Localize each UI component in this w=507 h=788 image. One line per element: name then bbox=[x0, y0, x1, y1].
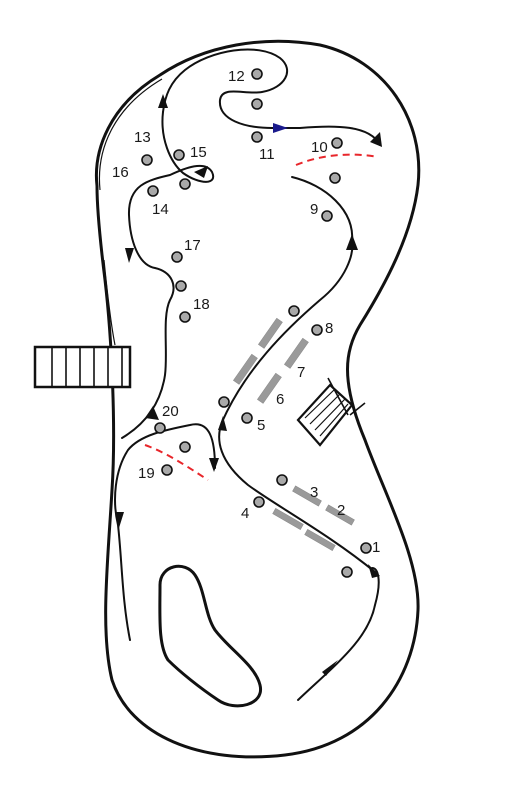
post-18-dot bbox=[175, 280, 187, 292]
post-13-label: 13 bbox=[134, 129, 151, 146]
unlabeled-post-dot bbox=[251, 98, 263, 110]
post-9-label: 9 bbox=[310, 201, 318, 218]
post-19-label: 19 bbox=[138, 465, 155, 482]
ramp-icon bbox=[296, 377, 366, 447]
post-5-dot bbox=[241, 412, 253, 424]
unlabeled-post-dot bbox=[179, 441, 191, 453]
red-dashed-line-bottom bbox=[144, 444, 209, 481]
post-14-dot bbox=[147, 185, 159, 197]
post-12-label: 12 bbox=[228, 68, 245, 85]
track-outline bbox=[94, 39, 421, 759]
post-1-dot bbox=[360, 542, 372, 554]
post-6-dot bbox=[218, 396, 230, 408]
stairs-icon bbox=[33, 345, 132, 389]
post-2-label: 2 bbox=[337, 502, 345, 519]
post-11-dot bbox=[251, 131, 263, 143]
post-13-dot bbox=[141, 154, 153, 166]
post-8-dot bbox=[311, 324, 323, 336]
red-dashed-line-top bbox=[295, 153, 379, 166]
unlabeled-post-dot bbox=[329, 172, 341, 184]
direction-arrow-icon bbox=[115, 94, 382, 676]
post-17-dot bbox=[171, 251, 183, 263]
post-17-label: 17 bbox=[184, 237, 201, 254]
post-5-label: 5 bbox=[257, 417, 265, 434]
post-1-label: 1 bbox=[372, 539, 380, 556]
post-3-label: 3 bbox=[310, 484, 318, 501]
gate-bars bbox=[233, 317, 355, 551]
post-12-dot bbox=[251, 68, 263, 80]
post-16-dot bbox=[179, 178, 191, 190]
post-2-dot bbox=[341, 566, 353, 578]
post-18-label: 18 bbox=[193, 296, 210, 313]
post-11-label: 11 bbox=[259, 146, 275, 163]
post-4-dot bbox=[253, 496, 265, 508]
post-7-dot bbox=[288, 305, 300, 317]
post-10-dot bbox=[331, 137, 343, 149]
post-9-dot bbox=[321, 210, 333, 222]
post-6-label: 6 bbox=[276, 391, 284, 408]
post-3-dot bbox=[276, 474, 288, 486]
post-20-label: 20 bbox=[162, 403, 179, 420]
post-7-label: 7 bbox=[297, 364, 305, 381]
riding-path bbox=[114, 48, 381, 701]
post-16-label: 16 bbox=[112, 164, 129, 181]
post-10-label: 10 bbox=[311, 139, 328, 156]
unlabeled-post-dot bbox=[179, 311, 191, 323]
post-8-label: 8 bbox=[325, 320, 333, 337]
post-4-label: 4 bbox=[241, 505, 249, 522]
inner-island bbox=[158, 564, 262, 708]
post-19-dot bbox=[161, 464, 173, 476]
post-15-dot bbox=[173, 149, 185, 161]
post-14-label: 14 bbox=[152, 201, 169, 218]
post-15-label: 15 bbox=[190, 144, 207, 161]
post-20-dot bbox=[154, 422, 166, 434]
